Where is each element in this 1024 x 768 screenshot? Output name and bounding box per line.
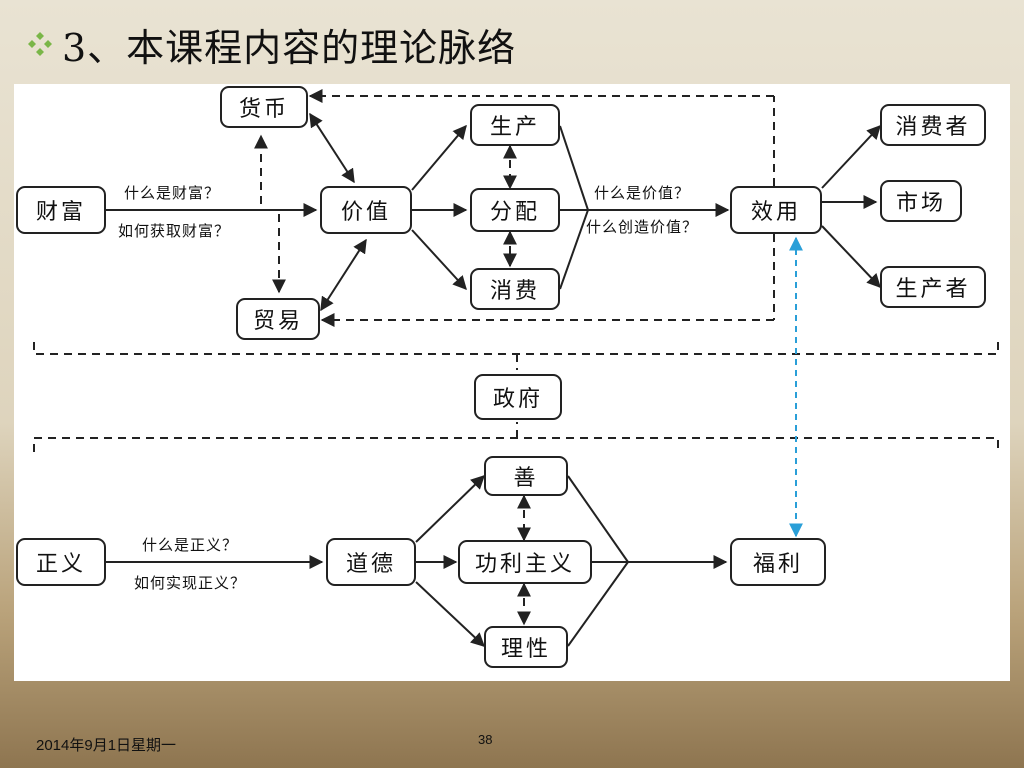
node-producer: 生产者 — [880, 266, 986, 308]
label-how-create-value: 什么创造价值？ — [586, 218, 699, 236]
node-utilitarianism: 功利主义 — [458, 540, 592, 584]
page-number: 38 — [478, 732, 493, 747]
title-bar: 3、本课程内容的理论脉络 — [22, 14, 516, 74]
label-what-is-value: 什么是价值？ — [594, 184, 691, 202]
node-value: 价值 — [320, 186, 412, 234]
page-title: 3、本课程内容的理论脉络 — [62, 25, 517, 70]
node-production: 生产 — [470, 104, 560, 146]
node-goodness: 善 — [484, 456, 568, 496]
label-how-realize-justice: 如何实现正义？ — [134, 574, 247, 592]
node-utility: 效用 — [730, 186, 822, 234]
node-market: 市场 — [880, 180, 962, 222]
node-morality: 道德 — [326, 538, 416, 586]
node-consumer: 消费者 — [880, 104, 986, 146]
label-what-is-justice: 什么是正义？ — [142, 536, 239, 554]
node-distribution: 分配 — [470, 188, 560, 232]
diagram-panel: 财富 货币 贸易 价值 生产 分配 消费 效用 消费者 市场 生产者 政府 正义… — [14, 84, 1010, 681]
diamond-bullet-icon — [28, 32, 52, 56]
node-consumption: 消费 — [470, 268, 560, 310]
label-how-get-wealth: 如何获取财富？ — [118, 222, 231, 240]
footer-date: 2014年9月1日星期一 — [36, 737, 177, 754]
node-wealth: 财富 — [16, 186, 106, 234]
node-rationality: 理性 — [484, 626, 568, 668]
label-what-is-wealth: 什么是财富？ — [124, 184, 221, 202]
node-trade: 贸易 — [236, 298, 320, 340]
node-money: 货币 — [220, 86, 308, 128]
connector-lines — [33, 89, 999, 647]
node-government: 政府 — [474, 374, 562, 420]
node-welfare: 福利 — [730, 538, 826, 586]
node-justice: 正义 — [16, 538, 106, 586]
